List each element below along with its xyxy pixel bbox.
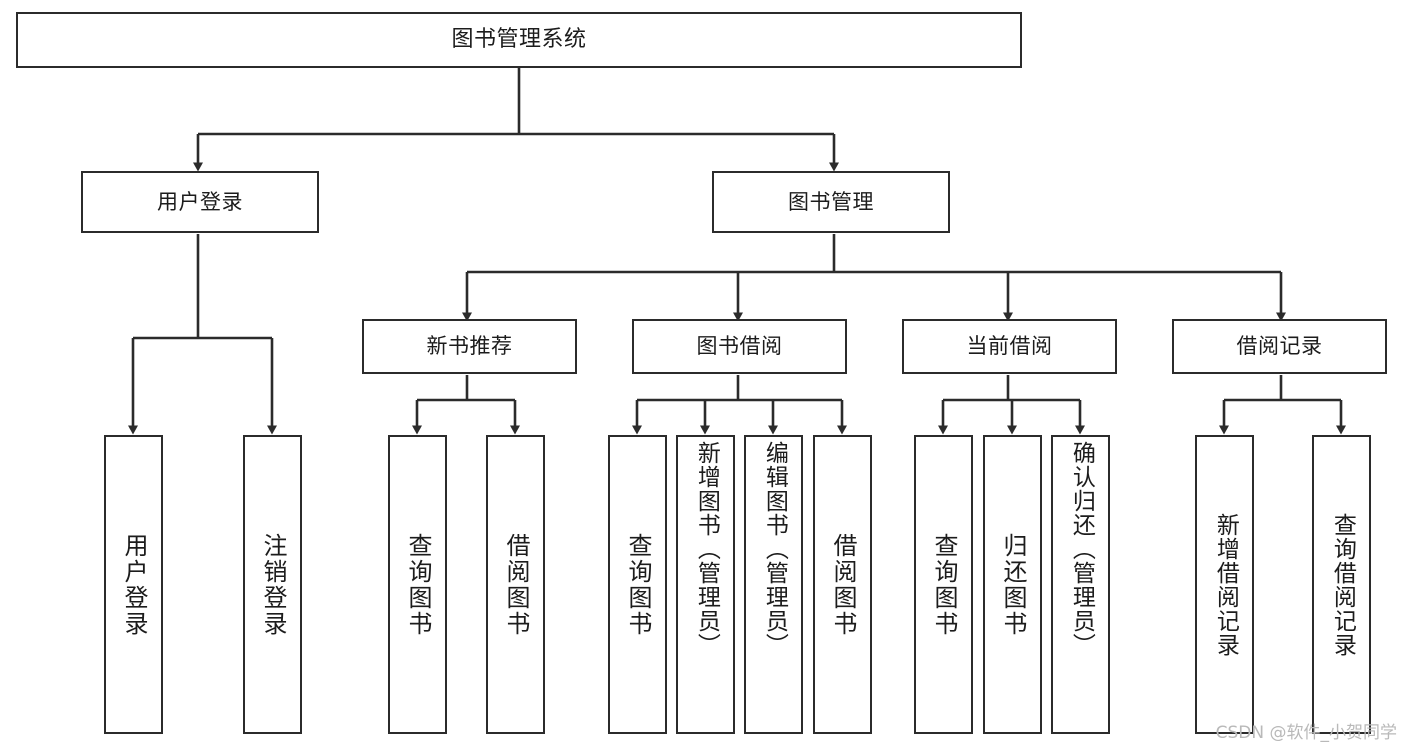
leaf-add-borrow-record[interactable]: 新增借阅记录 — [1195, 435, 1254, 734]
node-current-borrow[interactable]: 当前借阅 — [902, 319, 1117, 374]
leaf-confirm-return-admin[interactable]: 确认归还（管理员） — [1051, 435, 1110, 734]
node-label: 图书借阅 — [696, 334, 783, 359]
node-label: 查询图书 — [623, 532, 652, 637]
node-label: 新书推荐 — [426, 334, 513, 359]
leaf-query-book-borrow[interactable]: 查询图书 — [608, 435, 667, 734]
node-label: 确认归还（管理员） — [1068, 441, 1095, 657]
node-book-borrow[interactable]: 图书借阅 — [632, 319, 847, 374]
node-new-book-recommend[interactable]: 新书推荐 — [362, 319, 577, 374]
node-label: 用户登录 — [157, 189, 243, 214]
node-label: 编辑图书（管理员） — [761, 441, 788, 657]
node-label: 新增图书（管理员） — [693, 441, 720, 657]
leaf-borrow-book-recommend[interactable]: 借阅图书 — [486, 435, 545, 734]
leaf-query-book-recommend[interactable]: 查询图书 — [388, 435, 447, 734]
leaf-logout[interactable]: 注销登录 — [243, 435, 302, 734]
node-label: 当前借阅 — [966, 334, 1053, 359]
node-label: 图书管理 — [788, 189, 874, 214]
leaf-borrow-book[interactable]: 借阅图书 — [813, 435, 872, 734]
watermark: CSDN @软件_小贺同学 — [1215, 723, 1397, 743]
node-label: 借阅图书 — [501, 532, 530, 637]
node-label: 图书管理系统 — [451, 27, 587, 53]
node-borrow-record[interactable]: 借阅记录 — [1172, 319, 1387, 374]
node-label: 注销登录 — [258, 532, 287, 637]
node-book-manage[interactable]: 图书管理 — [712, 171, 950, 233]
leaf-user-login[interactable]: 用户登录 — [104, 435, 163, 734]
node-label: 借阅记录 — [1236, 334, 1323, 359]
node-root-system[interactable]: 图书管理系统 — [16, 12, 1022, 68]
leaf-query-book-current[interactable]: 查询图书 — [914, 435, 973, 734]
node-user-login[interactable]: 用户登录 — [81, 171, 319, 233]
node-label: 新增借阅记录 — [1212, 512, 1239, 657]
leaf-query-borrow-record[interactable]: 查询借阅记录 — [1312, 435, 1371, 734]
node-label: 查询图书 — [403, 532, 432, 637]
node-label: 借阅图书 — [828, 532, 857, 637]
leaf-edit-book-admin[interactable]: 编辑图书（管理员） — [744, 435, 803, 734]
leaf-return-book[interactable]: 归还图书 — [983, 435, 1042, 734]
node-label: 查询图书 — [929, 532, 958, 637]
node-label: 归还图书 — [998, 532, 1027, 637]
node-label: 用户登录 — [119, 532, 148, 637]
leaf-add-book-admin[interactable]: 新增图书（管理员） — [676, 435, 735, 734]
node-label: 查询借阅记录 — [1329, 512, 1356, 657]
